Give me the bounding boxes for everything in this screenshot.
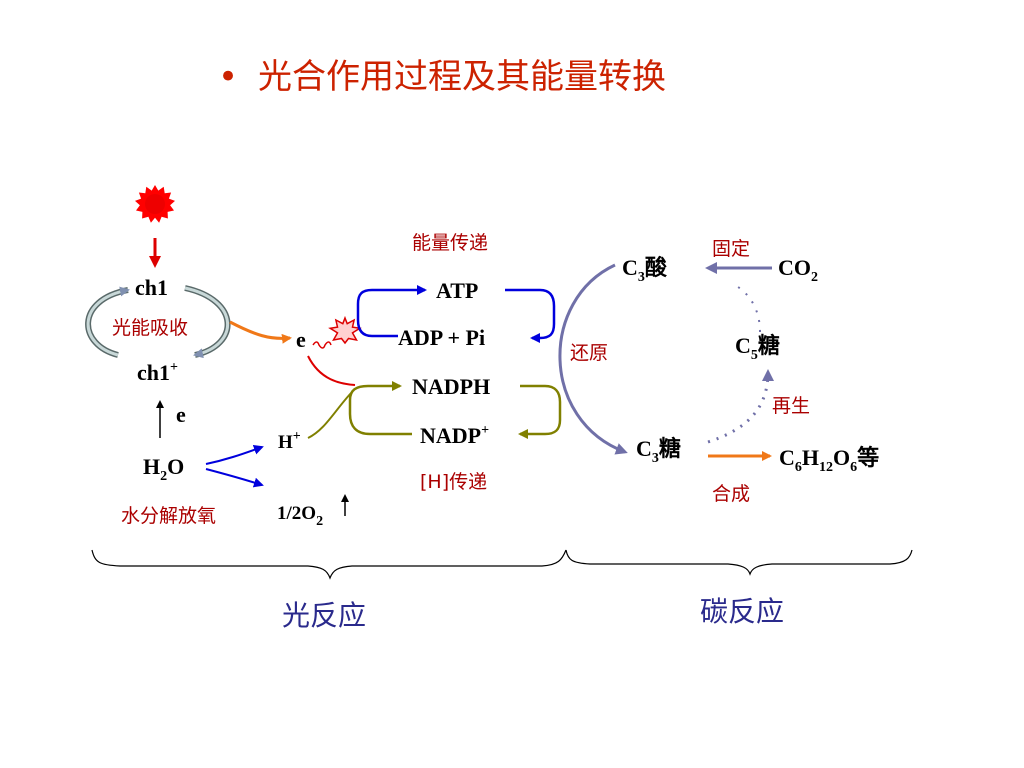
h-plus-to-nadph-line (307, 391, 353, 439)
nadph-label: NADPH (412, 374, 490, 399)
carbon-reaction-brace (565, 549, 913, 576)
glucose-label: C6H12O6等 (779, 445, 879, 475)
adp-pi-label: ADP + Pi (398, 325, 485, 350)
c3-sugar-label: C3糖 (636, 436, 681, 466)
regeneration-label: 再生 (772, 395, 810, 417)
reduction-label: 还原 (570, 342, 608, 364)
fixation-label: 固定 (712, 238, 750, 260)
reduction-arc (558, 263, 628, 455)
ch1-plus-label: ch1+ (137, 360, 178, 385)
h-plus-label: H+ (278, 429, 301, 453)
water-split-label: 水分解放氧 (121, 505, 216, 527)
nadph-synthesis-loop (348, 381, 412, 436)
spark-icon (328, 315, 362, 345)
atp-synthesis-loop (356, 285, 427, 338)
electron-flow-arrow (229, 320, 292, 344)
electron-e-label: e (296, 327, 306, 352)
h-plus-arrow (205, 445, 264, 465)
co2-label: CO2 (778, 255, 818, 285)
h-transfer-label: [H]传递 (420, 471, 487, 493)
atp-label: ATP (436, 278, 478, 303)
electron-to-nadph-line (307, 355, 356, 386)
light-absorb-label: 光能吸收 (112, 317, 188, 339)
o2-label: 1/2O2 (277, 503, 323, 529)
light-reaction-brace (91, 549, 567, 580)
ch1-label: ch1 (135, 275, 168, 300)
sun-icon (135, 185, 175, 223)
nadp-label: NADP+ (420, 423, 489, 448)
atp-consumption-loop (505, 288, 556, 343)
energy-transfer-label: 能量传递 (412, 232, 488, 254)
carbon-reaction-label: 碳反应 (700, 595, 784, 628)
e-upper-label: e (176, 402, 186, 427)
regeneration-arc (707, 369, 774, 444)
c5-sugar-label: C5糖 (735, 333, 780, 363)
light-reaction-label: 光反应 (282, 599, 366, 632)
energy-wave (312, 341, 332, 349)
synthesis-label: 合成 (712, 483, 750, 505)
o2-arrow (205, 468, 264, 488)
page-title: 光合作用过程及其能量转换 (258, 57, 666, 97)
title-bullet: • (218, 57, 238, 97)
c3-acid-label: C3酸 (622, 255, 668, 285)
c5-to-co2-path (737, 286, 761, 333)
cycle-right-arc (184, 285, 231, 358)
nadph-consumption-loop (518, 384, 562, 439)
h2o-label: H2O (143, 454, 184, 484)
